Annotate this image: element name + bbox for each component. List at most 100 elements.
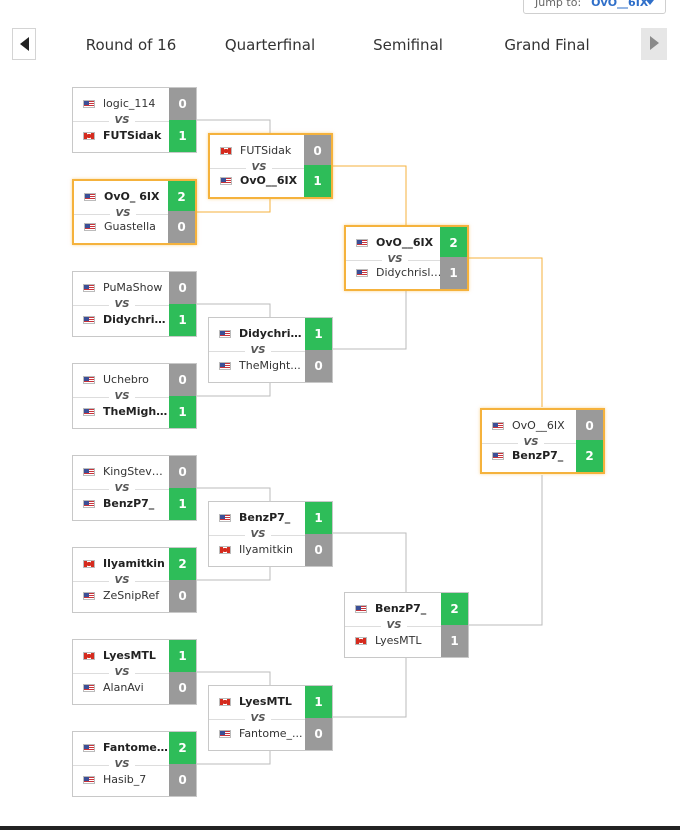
match-r16-2[interactable]: OvO_ 6IX 2 VS Guastella 0 (72, 179, 197, 245)
participant-row[interactable]: AlanAvi 0 (73, 672, 196, 704)
us-flag-icon (492, 422, 504, 430)
vs-label: VS (209, 712, 307, 726)
participant-row[interactable]: BenzP7_ 1 (73, 488, 196, 520)
participant-row[interactable]: Hasib_7 0 (73, 764, 196, 796)
participant-row[interactable]: Fantome_... 0 (209, 718, 332, 750)
us-flag-icon (219, 330, 231, 338)
match-r16-4[interactable]: Uchebro 0 VS TheMight... 1 (72, 363, 197, 429)
round-header-round-of-16[interactable]: Round of 16 (85, 36, 177, 54)
match-qf-1[interactable]: FUTSidak 0 VS OvO__6IX 1 (208, 133, 333, 199)
participant-row[interactable]: OvO__6IX 1 (210, 165, 331, 197)
score-badge: 1 (169, 120, 196, 152)
player-name: BenzP7_ (239, 511, 291, 524)
participant-row[interactable]: KingSteve... 0 (73, 456, 196, 488)
previous-round-button[interactable] (12, 28, 36, 60)
participant-row[interactable]: BenzP7_ 2 (482, 440, 603, 472)
participant-row[interactable]: ZeSnipRef 0 (73, 580, 196, 612)
us-flag-icon (219, 362, 231, 370)
vs-label: VS (209, 344, 307, 358)
score-badge: 0 (305, 350, 332, 382)
player-name: TheMight... (103, 405, 169, 418)
participant-row[interactable]: LyesMTL 1 (345, 625, 468, 657)
player-name: BenzP7_ (103, 497, 155, 510)
score-badge: 0 (305, 718, 332, 750)
vs-label: VS (209, 528, 307, 542)
vs-label: VS (73, 482, 171, 496)
participant-row[interactable]: BenzP7_ 1 (209, 502, 332, 534)
participant-row[interactable]: logic_114 0 (73, 88, 196, 120)
jump-to-value: OvO__6IX (591, 0, 649, 9)
round-header-quarterfinal[interactable]: Quarterfinal (224, 36, 316, 54)
next-round-button[interactable] (641, 28, 667, 60)
vs-label: VS (73, 574, 171, 588)
player-name: AlanAvi (103, 681, 144, 694)
score-badge: 0 (576, 410, 603, 442)
match-r16-1[interactable]: logic_114 0 VS FUTSidak 1 (72, 87, 197, 153)
jump-to-label: Jump to: (535, 0, 582, 9)
player-name: OvO__6IX (240, 174, 298, 187)
participant-row[interactable]: TheMight... 1 (73, 396, 196, 428)
player-name: Fantome_... (239, 727, 303, 740)
vs-label: VS (482, 436, 580, 450)
participant-row[interactable]: Didychrisli... 1 (346, 257, 467, 289)
score-badge: 0 (169, 272, 196, 304)
match-r16-6[interactable]: Ilyamitkin 2 VS ZeSnipRef 0 (72, 547, 197, 613)
participant-row[interactable]: OvO__6IX 2 (346, 227, 467, 259)
participant-row[interactable]: Uchebro 0 (73, 364, 196, 396)
match-r16-3[interactable]: PuMaShow 0 VS Didychris... 1 (72, 271, 197, 337)
participant-row[interactable]: Ilyamitkin 2 (73, 548, 196, 580)
participant-row[interactable]: Didychris... 1 (209, 318, 332, 350)
participant-row[interactable]: OvO__6IX 0 (482, 410, 603, 442)
jump-to-dropdown[interactable]: Jump to: OvO__6IX (523, 0, 666, 14)
score-badge: 2 (576, 440, 603, 472)
us-flag-icon (219, 730, 231, 738)
player-name: Uchebro (103, 373, 149, 386)
match-r16-7[interactable]: LyesMTL 1 VS AlanAvi 0 (72, 639, 197, 705)
us-flag-icon (83, 684, 95, 692)
score-badge: 1 (169, 396, 196, 428)
participant-row[interactable]: LyesMTL 1 (209, 686, 332, 718)
match-sf-1[interactable]: OvO__6IX 2 VS Didychrisli... 1 (344, 225, 469, 291)
vs-label: VS (346, 253, 444, 267)
us-flag-icon (356, 269, 368, 277)
match-sf-2[interactable]: BenzP7_ 2 VS LyesMTL 1 (344, 592, 469, 658)
match-qf-4[interactable]: LyesMTL 1 VS Fantome_... 0 (208, 685, 333, 751)
us-flag-icon (83, 408, 95, 416)
player-name: OvO__6IX (376, 236, 434, 249)
participant-row[interactable]: Ilyamitkin 0 (209, 534, 332, 566)
participant-row[interactable]: Fantome... 2 (73, 732, 196, 764)
canada-flag-icon (219, 698, 231, 706)
participant-row[interactable]: FUTSidak 0 (210, 135, 331, 167)
player-name: Didychris... (103, 313, 169, 326)
round-header-grand-final[interactable]: Grand Final (504, 36, 590, 54)
us-flag-icon (492, 452, 504, 460)
participant-row[interactable]: OvO_ 6IX 2 (74, 181, 195, 213)
us-flag-icon (84, 223, 96, 231)
canada-flag-icon (83, 132, 95, 140)
participant-row[interactable]: LyesMTL 1 (73, 640, 196, 672)
us-flag-icon (83, 744, 95, 752)
score-badge: 0 (169, 364, 196, 396)
participant-row[interactable]: FUTSidak 1 (73, 120, 196, 152)
match-qf-2[interactable]: Didychris... 1 VS TheMight... 0 (208, 317, 333, 383)
score-badge: 2 (169, 732, 196, 764)
player-name: OvO_ 6IX (104, 190, 160, 203)
score-badge: 2 (441, 593, 468, 625)
participant-row[interactable]: Guastella 0 (74, 211, 195, 243)
arrow-left-icon (20, 37, 29, 51)
participant-row[interactable]: PuMaShow 0 (73, 272, 196, 304)
vs-label: VS (74, 207, 172, 221)
score-badge: 1 (305, 502, 332, 534)
participant-row[interactable]: BenzP7_ 2 (345, 593, 468, 625)
score-badge: 1 (305, 686, 332, 718)
player-name: Ilyamitkin (239, 543, 294, 556)
round-header-semifinal[interactable]: Semifinal (373, 36, 443, 54)
participant-row[interactable]: TheMight... 0 (209, 350, 332, 382)
player-name: FUTSidak (240, 144, 292, 157)
match-qf-3[interactable]: BenzP7_ 1 VS Ilyamitkin 0 (208, 501, 333, 567)
participant-row[interactable]: Didychris... 1 (73, 304, 196, 336)
match-r16-8[interactable]: Fantome... 2 VS Hasib_7 0 (72, 731, 197, 797)
match-r16-5[interactable]: KingSteve... 0 VS BenzP7_ 1 (72, 455, 197, 521)
match-grand-final[interactable]: OvO__6IX 0 VS BenzP7_ 2 (480, 408, 605, 474)
score-badge: 1 (169, 304, 196, 336)
